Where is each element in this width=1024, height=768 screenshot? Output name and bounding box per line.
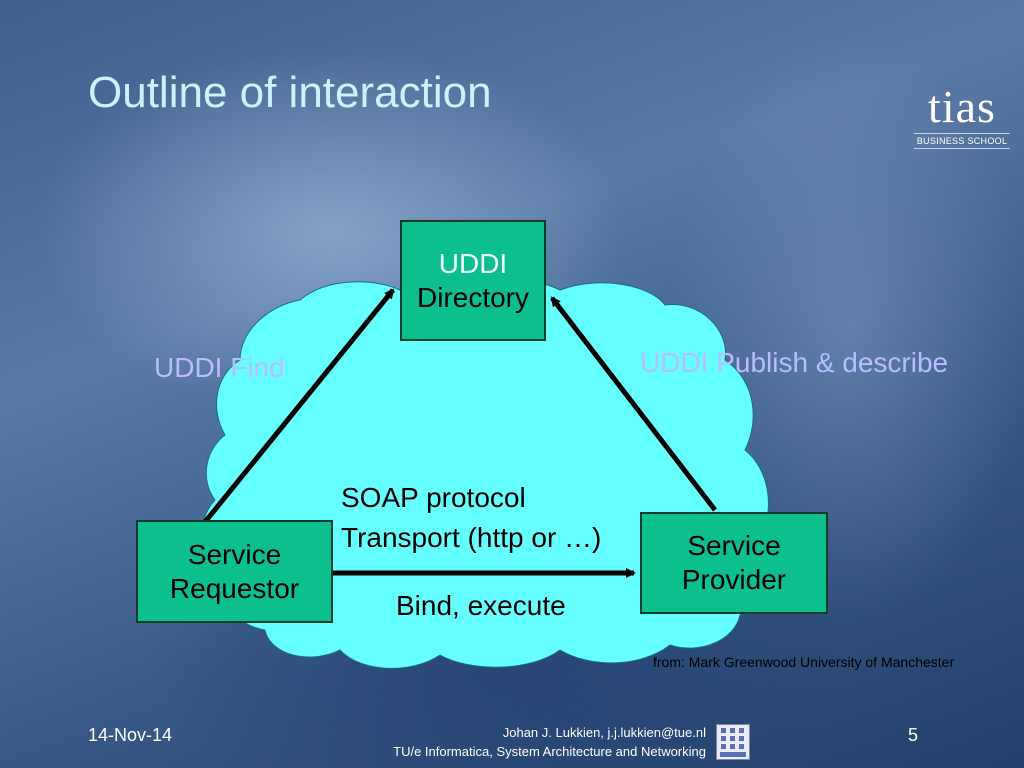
node-line1: Service — [187, 538, 282, 570]
footer-date: 14-Nov-14 — [88, 725, 173, 745]
uddi-publish-label: UDDI Publish & describe — [640, 347, 949, 378]
logo-word: tias — [928, 81, 996, 132]
node-line2: Requestor — [169, 572, 300, 604]
node-line2: Directory — [416, 281, 529, 313]
footer-dept-line: TU/e Informatica, System Architecture an… — [393, 744, 706, 759]
slide-title: Outline of interaction — [88, 68, 492, 117]
node-line2: Provider — [681, 564, 787, 595]
uddi-directory-node: UDDI Directory — [400, 220, 546, 341]
san-logo-icon — [716, 724, 750, 760]
logo-tagline: BUSINESS SCHOOL — [914, 133, 1010, 149]
soap-protocol-label: SOAP protocol Transport (http or …) — [341, 478, 601, 558]
footer-author-line: Johan J. Lukkien, j.j.lukkien@tue.nl — [502, 725, 706, 740]
tias-logo: tias BUSINESS SCHOOL — [914, 81, 1010, 149]
page-number: 5 — [908, 725, 919, 745]
service-requestor-node: Service Requestor — [136, 520, 333, 623]
bind-execute-label: Bind, execute — [396, 590, 566, 621]
find-arrow — [203, 288, 395, 524]
uddi-find-label: UDDI Find — [154, 352, 285, 383]
publish-arrow — [550, 296, 717, 512]
node-line1: UDDI — [438, 247, 508, 279]
service-provider-node: Service Provider — [640, 512, 828, 614]
footer-author-info: Johan J. Lukkien, j.j.lukkien@tue.nl TU/… — [393, 723, 706, 761]
node-line1: Service — [687, 530, 781, 561]
source-credit: from: Mark Greenwood University of Manch… — [653, 654, 955, 670]
soap-line2: Transport (http or …) — [341, 522, 602, 553]
soap-line1: SOAP protocol — [341, 482, 526, 513]
